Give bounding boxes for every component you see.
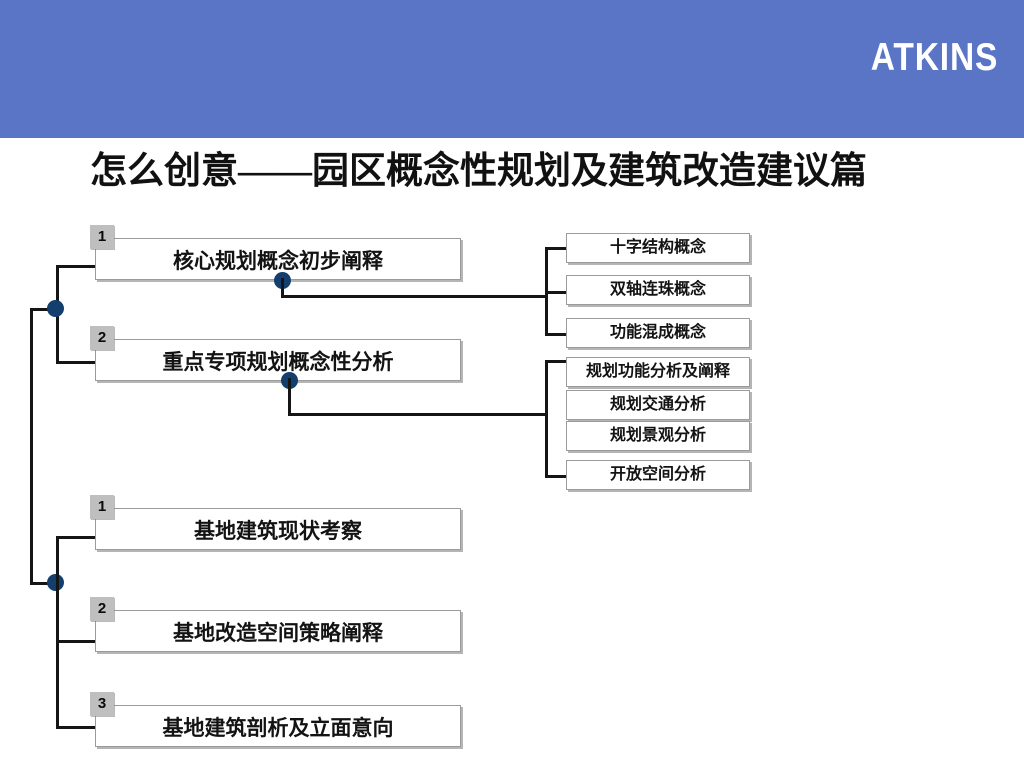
group-b-branch-to-box1 bbox=[56, 536, 96, 539]
group-b-bracket-vertical bbox=[56, 536, 59, 728]
node-badge-number: 2 bbox=[90, 326, 114, 350]
node-label: 双轴连珠概念 bbox=[609, 281, 706, 298]
node-label: 基地建筑现状考察 bbox=[194, 519, 362, 543]
node-badge-number: 1 bbox=[90, 225, 114, 249]
node-box-site-building-section-facade[interactable]: 3 基地建筑剖析及立面意向 bbox=[90, 692, 461, 747]
node-label: 重点专项规划概念性分析 bbox=[162, 350, 394, 374]
node-label: 核心规划概念初步阐释 bbox=[173, 249, 383, 273]
atkins-logo: ATKINS bbox=[870, 36, 998, 79]
node-dot-group-a bbox=[47, 300, 64, 317]
sub-node-box-planning-landscape-analysis[interactable]: 规划景观分析 bbox=[566, 421, 750, 451]
node-label: 基地建筑剖析及立面意向 bbox=[162, 716, 394, 740]
sub-node-box-mixed-function-concept[interactable]: 功能混成概念 bbox=[566, 318, 750, 348]
box1-to-subgroup1-line bbox=[281, 295, 547, 298]
subgroup1-branch-3 bbox=[545, 333, 567, 336]
node-label: 规划景观分析 bbox=[609, 427, 706, 444]
subgroup2-branch-4 bbox=[545, 475, 567, 478]
spine-to-node-a-line bbox=[30, 308, 58, 311]
subgroup1-branch-1 bbox=[545, 247, 567, 250]
spine-to-node-b-line bbox=[30, 582, 58, 585]
group-b-branch-to-box2 bbox=[56, 640, 96, 643]
main-spine-line bbox=[30, 309, 33, 584]
group-a-branch-to-box2 bbox=[56, 361, 96, 364]
subgroup2-bracket-vertical bbox=[545, 360, 548, 478]
box2-drop-line bbox=[288, 378, 291, 416]
node-box-key-special-planning-analysis[interactable]: 2 重点专项规划概念性分析 bbox=[90, 326, 461, 381]
node-label: 规划功能分析及阐释 bbox=[585, 363, 730, 380]
page-title: 怎么创意——园区概念性规划及建筑改造建议篇 bbox=[90, 151, 867, 192]
node-badge-number: 3 bbox=[90, 692, 114, 716]
subgroup2-branch-1 bbox=[545, 360, 567, 363]
group-b-branch-to-box3 bbox=[56, 726, 96, 729]
header-band bbox=[0, 0, 1024, 138]
node-label: 十字结构概念 bbox=[609, 239, 706, 256]
node-label: 开放空间分析 bbox=[609, 466, 706, 483]
node-label: 规划交通分析 bbox=[609, 396, 706, 413]
subgroup1-branch-2 bbox=[545, 291, 567, 294]
sub-node-box-open-space-analysis[interactable]: 开放空间分析 bbox=[566, 460, 750, 490]
node-box-site-building-survey[interactable]: 1 基地建筑现状考察 bbox=[90, 495, 461, 550]
sub-node-box-dual-axis-beads-concept[interactable]: 双轴连珠概念 bbox=[566, 275, 750, 305]
box2-to-subgroup2-line bbox=[288, 413, 547, 416]
sub-node-box-cross-structure-concept[interactable]: 十字结构概念 bbox=[566, 233, 750, 263]
node-badge-number: 1 bbox=[90, 495, 114, 519]
node-label: 功能混成概念 bbox=[609, 324, 706, 341]
node-dot-group-b bbox=[47, 574, 64, 591]
node-badge-number: 2 bbox=[90, 597, 114, 621]
node-box-site-renovation-strategy[interactable]: 2 基地改造空间策略阐释 bbox=[90, 597, 461, 652]
group-a-branch-to-box1 bbox=[56, 265, 96, 268]
node-label: 基地改造空间策略阐释 bbox=[173, 621, 383, 645]
sub-node-box-planning-traffic-analysis[interactable]: 规划交通分析 bbox=[566, 390, 750, 420]
box1-drop-line bbox=[281, 278, 284, 298]
sub-node-box-planning-function-analysis[interactable]: 规划功能分析及阐释 bbox=[566, 357, 750, 387]
